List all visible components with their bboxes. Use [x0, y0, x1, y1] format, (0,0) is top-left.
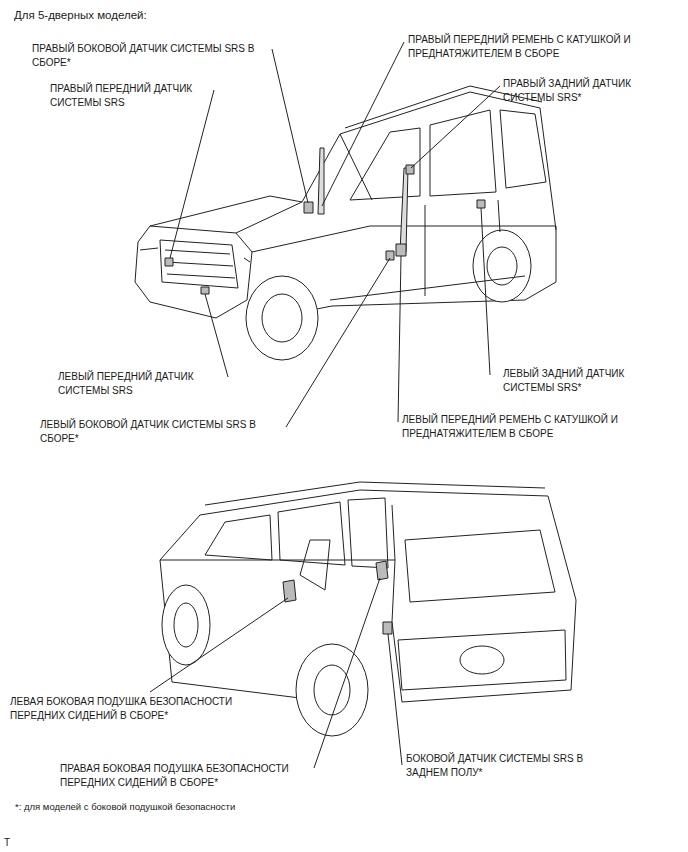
- part-label-box: ПРАВЫЙ ПЕРЕДНИЙ ДАТЧИК СИСТЕМЫ SRS: [50, 82, 236, 110]
- part-label-box: ЛЕВЫЙ ЗАДНИЙ ДАТЧИК СИСТЕМЫ SRS*: [503, 367, 663, 395]
- part-label-box: БОКОВОЙ ДАТЧИК СИСТЕМЫ SRS В ЗАДНЕМ ПОЛУ…: [406, 752, 606, 780]
- part-label: ЛЕВЫЙ ПЕРЕДНИЙ ДАТЧИК СИСТЕМЫ SRS: [58, 370, 226, 398]
- part-label-box: ЛЕВАЯ БОКОВАЯ ПОДУШКА БЕЗОПАСНОСТИ ПЕРЕД…: [10, 695, 266, 723]
- part-label-box: ПРАВЫЙ ПЕРЕДНИЙ РЕМЕНЬ С КАТУШКОЙ И ПРЕД…: [408, 33, 654, 61]
- part-label-box: ЛЕВЫЙ ПЕРЕДНИЙ РЕМЕНЬ С КАТУШКОЙ И ПРЕДН…: [402, 413, 650, 441]
- figure-code-box: T: [4, 836, 10, 850]
- footnote-box: *: для моделей с боковой подушкой безопа…: [15, 800, 235, 814]
- diagram-title: Для 5-дверных моделей:: [14, 8, 147, 22]
- part-label: БОКОВОЙ ДАТЧИК СИСТЕМЫ SRS В ЗАДНЕМ ПОЛУ…: [406, 752, 606, 780]
- part-label: ЛЕВЫЙ ЗАДНИЙ ДАТЧИК СИСТЕМЫ SRS*: [503, 367, 663, 395]
- part-label-box: ЛЕВЫЙ ПЕРЕДНИЙ ДАТЧИК СИСТЕМЫ SRS: [58, 370, 226, 398]
- part-label: ПРАВАЯ БОКОВАЯ ПОДУШКА БЕЗОПАСНОСТИ ПЕРЕ…: [60, 762, 322, 790]
- part-label: ЛЕВЫЙ ПЕРЕДНИЙ РЕМЕНЬ С КАТУШКОЙ И ПРЕДН…: [402, 413, 650, 441]
- part-label: ПРАВЫЙ ЗАДНИЙ ДАТЧИК СИСТЕМЫ SRS*: [503, 77, 675, 105]
- footnote: *: для моделей с боковой подушкой безопа…: [15, 800, 235, 814]
- part-label: ПРАВЫЙ ПЕРЕДНИЙ ДАТЧИК СИСТЕМЫ SRS: [50, 82, 236, 110]
- part-label-box: ПРАВАЯ БОКОВАЯ ПОДУШКА БЕЗОПАСНОСТИ ПЕРЕ…: [60, 762, 322, 790]
- part-label-box: ЛЕВЫЙ БОКОВОЙ ДАТЧИК СИСТЕМЫ SRS В СБОРЕ…: [40, 418, 286, 446]
- figure-code: T: [4, 836, 10, 850]
- part-label: ПРАВЫЙ БОКОВОЙ ДАТЧИК СИСТЕМЫ SRS В СБОР…: [32, 42, 278, 70]
- part-label: ЛЕВЫЙ БОКОВОЙ ДАТЧИК СИСТЕМЫ SRS В СБОРЕ…: [40, 418, 286, 446]
- part-label: ПРАВЫЙ ПЕРЕДНИЙ РЕМЕНЬ С КАТУШКОЙ И ПРЕД…: [408, 33, 654, 61]
- part-label-box: ПРАВЫЙ ЗАДНИЙ ДАТЧИК СИСТЕМЫ SRS*: [503, 77, 675, 105]
- part-label-box: ПРАВЫЙ БОКОВОЙ ДАТЧИК СИСТЕМЫ SRS В СБОР…: [32, 42, 278, 70]
- part-label: ЛЕВАЯ БОКОВАЯ ПОДУШКА БЕЗОПАСНОСТИ ПЕРЕД…: [10, 695, 266, 723]
- diagram-title-box: Для 5-дверных моделей:: [14, 8, 147, 22]
